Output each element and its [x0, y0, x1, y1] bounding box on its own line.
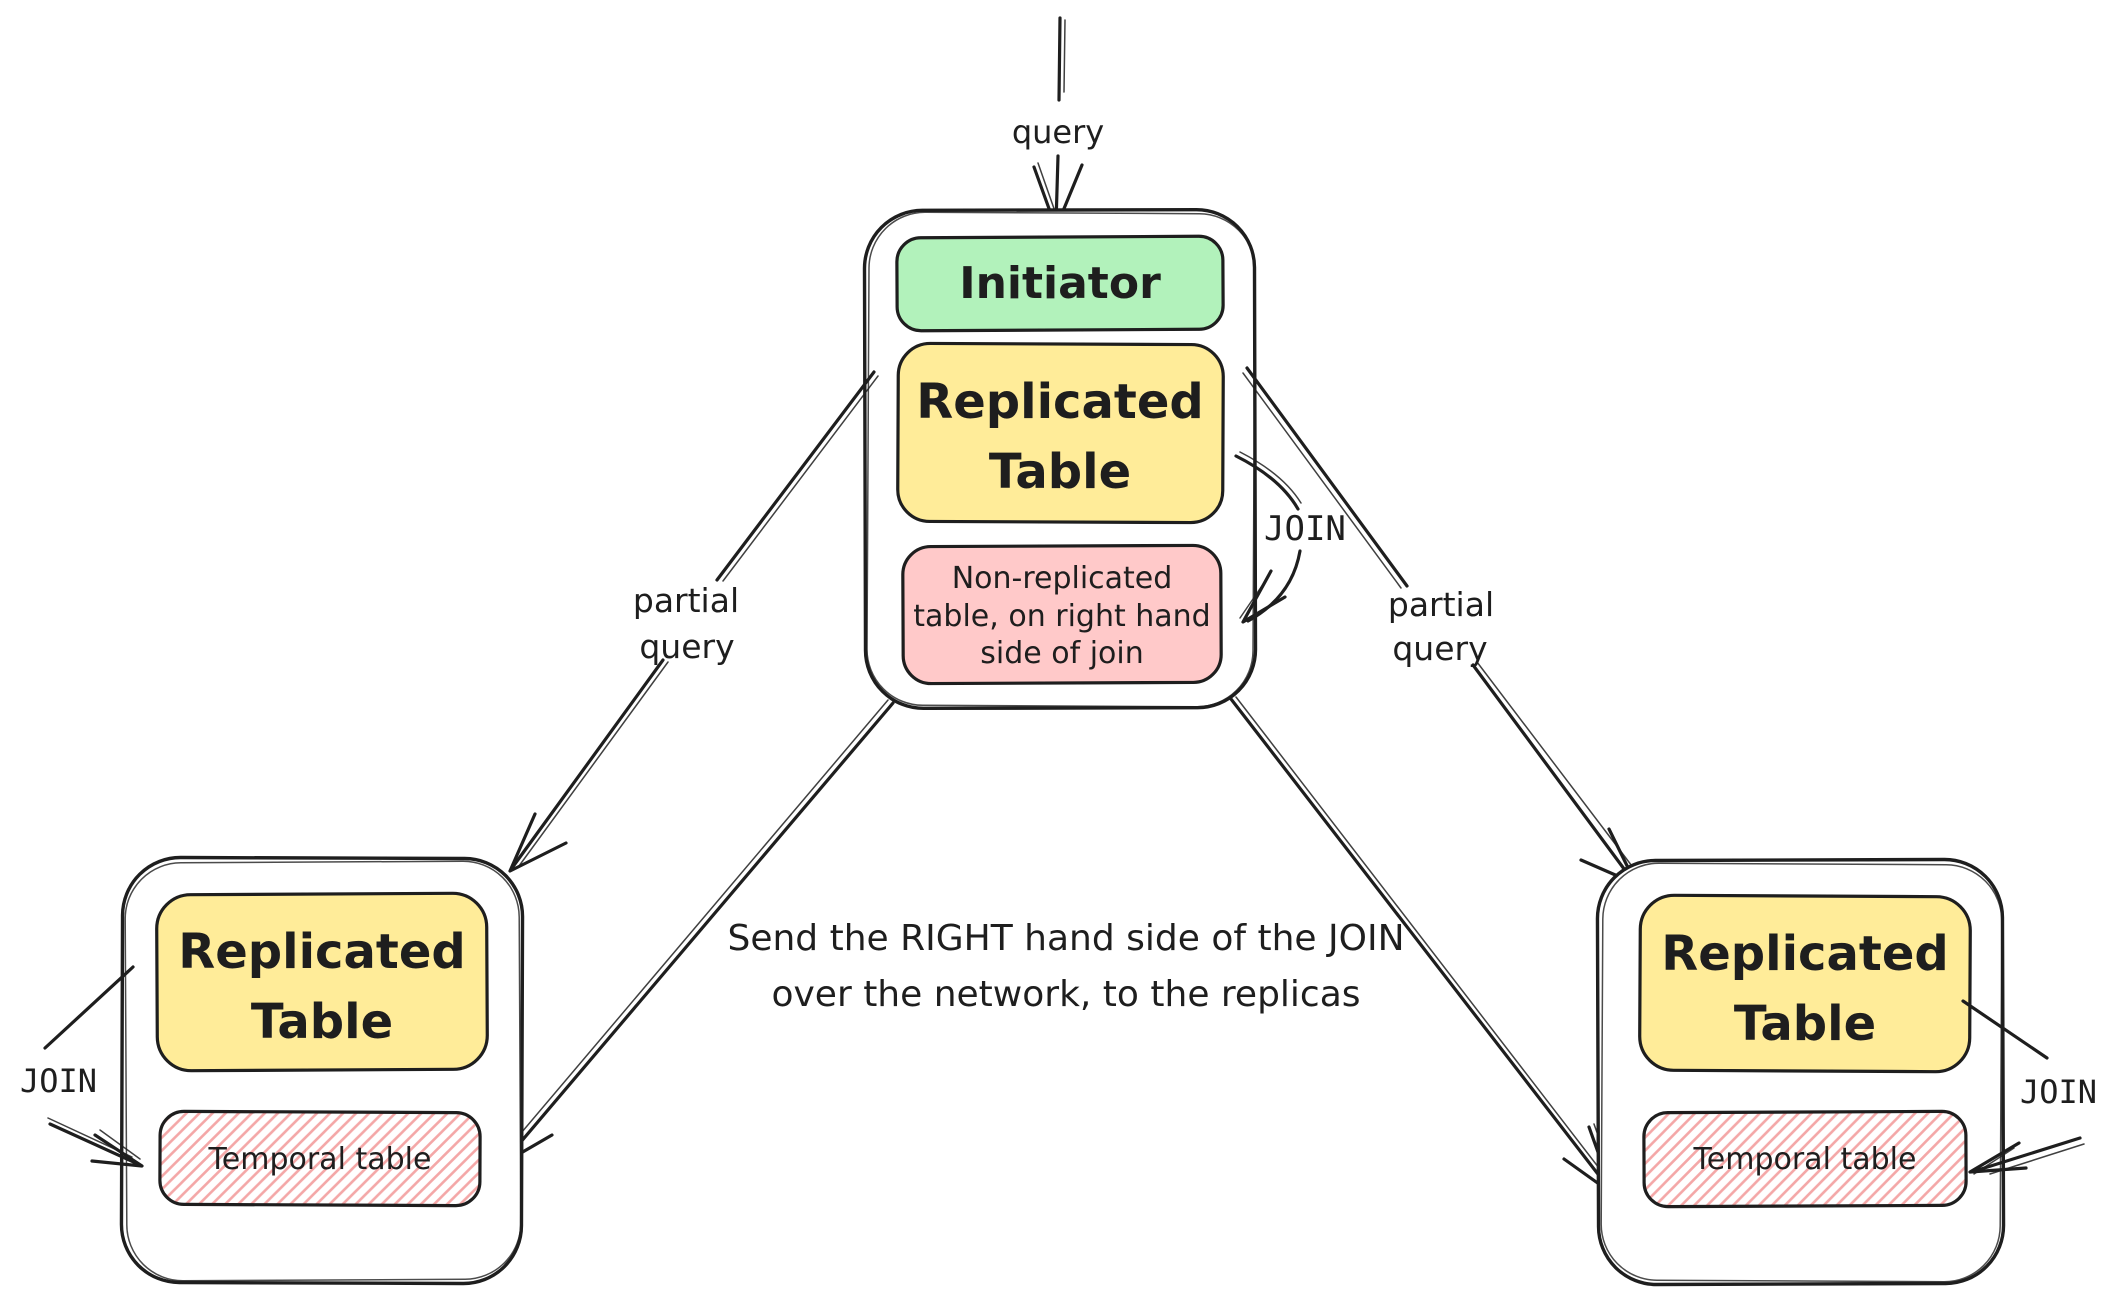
right-temporal-table-label: Temporal table [1693, 1142, 1917, 1177]
partial-query-left-line-upper [715, 370, 876, 582]
partial-query-left-edge: partial query [508, 370, 879, 873]
join-right-arrow-line [1976, 1136, 2082, 1172]
join-center-curve-lower [1246, 549, 1302, 623]
left-temporal-table-label: Temporal table [208, 1142, 432, 1177]
left-temporal-table-box [158, 1109, 482, 1208]
join-right-arrowhead [1968, 1141, 2028, 1174]
partial-query-right-line-upper [1245, 366, 1409, 588]
network-edge-right-line-echo [1235, 696, 1610, 1182]
non-replicated-table-line1: Non-replicated [952, 561, 1173, 596]
network-edge-right-line [1229, 697, 1613, 1193]
partial-query-left-line-upper-echo [722, 375, 879, 582]
non-replicated-table-line3: side of join [980, 636, 1144, 671]
partial-query-right-line-lower [1471, 663, 1635, 883]
network-edge-left-line-echo [504, 699, 889, 1153]
right-replicated-table-box [1638, 893, 1972, 1074]
query-arrow-line-upper [1057, 16, 1062, 102]
join-center-arrowhead [1241, 569, 1287, 624]
join-right-annotation: JOIN [1961, 999, 2097, 1175]
partial-query-right-label-line2: query [1392, 629, 1487, 668]
right-replica-shell-echo [1600, 862, 2003, 1283]
join-center-curve-upper [1234, 454, 1300, 511]
query-arrow-line-upper-echo [1063, 19, 1066, 93]
join-left-arrowhead-echo [99, 1129, 141, 1160]
join-left-arrowhead [90, 1133, 144, 1168]
join-right-label: JOIN [2020, 1073, 2097, 1111]
join-left-annotation: JOIN [20, 965, 144, 1168]
query-arrow-label: query [1012, 113, 1104, 151]
join-left-label: JOIN [20, 1062, 97, 1100]
initiator-replicated-table-line1: Replicated [916, 374, 1203, 430]
join-right-line [1961, 999, 2049, 1060]
join-center-label: JOIN [1264, 509, 1346, 549]
partial-query-right-label-line1: partial [1388, 585, 1494, 624]
join-center-annotation: JOIN [1234, 451, 1346, 624]
partial-query-left-label-line1: partial [633, 581, 739, 620]
join-right-arrowhead-echo [1973, 1147, 2015, 1175]
left-replicated-table-line1: Replicated [178, 924, 465, 980]
non-replicated-table-line2: table, on right hand [913, 599, 1210, 634]
network-edge-left-line [501, 701, 895, 1165]
left-replicated-table-line2: Table [251, 994, 393, 1050]
left-replica-node: Replicated Table Temporal table [119, 855, 525, 1286]
query-arrow: query [1012, 16, 1104, 230]
initiator-replicated-table-line2: Table [989, 444, 1131, 500]
partial-query-right-edge: partial query [1242, 366, 1639, 886]
partial-query-left-line-lower [510, 658, 665, 870]
join-left-line [43, 965, 135, 1050]
right-replica-node: Replicated Table Temporal table [1595, 857, 2006, 1287]
network-note: Send the RIGHT hand side of the JOIN ove… [727, 918, 1404, 1015]
join-center-arrowhead-echo [1239, 576, 1269, 619]
partial-query-right-line-upper-echo [1242, 372, 1402, 589]
initiator-replicated-table-box [896, 341, 1225, 525]
right-replicated-table-line1: Replicated [1661, 926, 1948, 982]
network-note-line2: over the network, to the replicas [771, 974, 1360, 1015]
initiator-node: Initiator Replicated Table Non-replicate… [862, 207, 1258, 711]
initiator-box-label: Initiator [959, 258, 1161, 309]
partial-query-right-line-lower-echo [1476, 661, 1639, 875]
network-note-line1: Send the RIGHT hand side of the JOIN [727, 918, 1404, 959]
join-left-arrow-line [48, 1122, 140, 1166]
left-replica-shell-echo [124, 860, 522, 1282]
partial-query-left-label-line2: query [639, 627, 734, 666]
initiator-box [895, 234, 1225, 333]
join-center-curve-upper-echo [1239, 451, 1302, 504]
right-replicated-table-line2: Table [1734, 996, 1876, 1052]
left-replicated-table-box [155, 891, 489, 1073]
right-temporal-table-box [1642, 1109, 1968, 1209]
partial-query-left-line-lower-echo [518, 661, 669, 867]
partial-query-left-arrowhead [508, 812, 568, 873]
non-replicated-table-box [901, 543, 1223, 686]
